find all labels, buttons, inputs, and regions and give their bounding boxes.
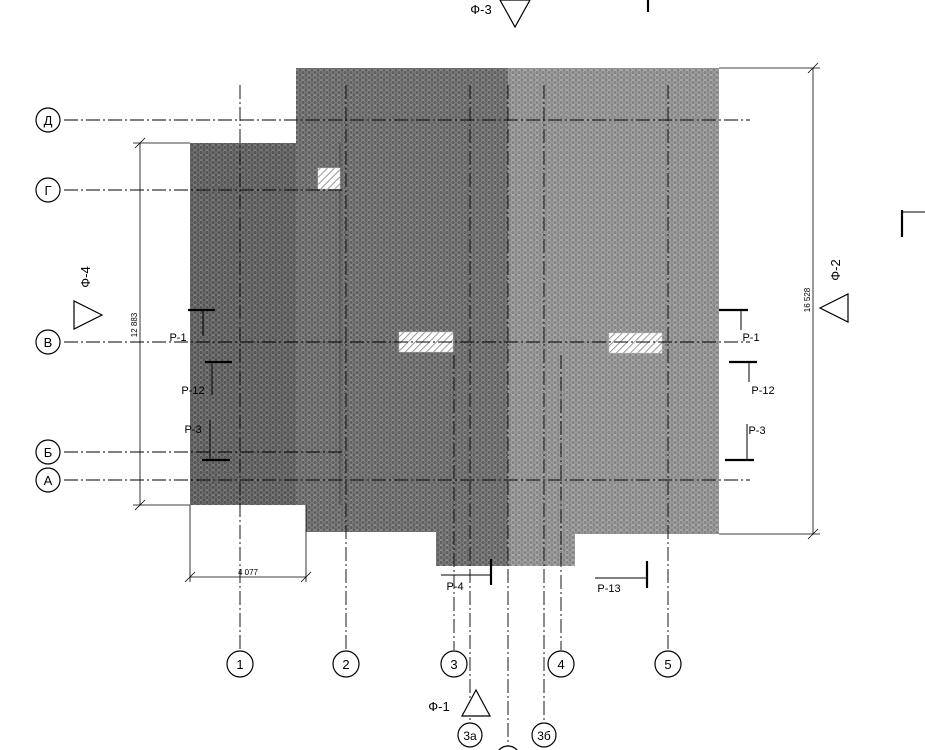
roof-right-lower-ext <box>508 480 575 566</box>
col-bubble-5: 5 <box>654 650 682 678</box>
col-label-3b: 3б <box>537 729 551 743</box>
col-bubble-2: 2 <box>332 650 360 678</box>
column-axis-bubbles: 1 2 3 4 5 3а 3б <box>226 650 682 750</box>
row-label-g: Г <box>44 183 51 198</box>
roof-areas <box>190 68 719 566</box>
grid-lines <box>64 85 750 750</box>
row-label-d: Д <box>44 113 53 128</box>
col-label-4: 4 <box>557 657 564 672</box>
section-r1-right: Р-1 <box>742 332 759 344</box>
section-r13: Р-13 <box>597 583 620 595</box>
col-label-3: 3 <box>450 657 457 672</box>
row-label-b: Б <box>44 445 53 460</box>
col-bubble-1: 1 <box>226 650 254 678</box>
col-bubble-4: 4 <box>547 650 575 678</box>
row-bubble-a: А <box>35 467 61 493</box>
col-label-1: 1 <box>236 657 243 672</box>
col-bubble-3a: 3а <box>457 722 483 748</box>
hatch-patch-1 <box>317 167 341 190</box>
roof-right-section <box>508 68 719 534</box>
col-bubble-partial <box>498 745 518 750</box>
facade-f4-label: Ф-4 <box>78 266 93 287</box>
section-marks: Р-1 Р-12 Р-3 Р-1 Р-12 Р-3 Р-4 Р-13 <box>169 0 925 595</box>
row-bubble-b: Б <box>35 439 61 465</box>
facade-f2-label: Ф-2 <box>828 259 843 280</box>
row-label-v: В <box>44 335 53 350</box>
facade-f2-triangle <box>818 293 849 323</box>
section-r3-right: Р-3 <box>748 425 765 437</box>
roof-middle-lower-ext <box>436 480 508 566</box>
row-bubble-v: В <box>35 329 61 355</box>
hatch-patch-3 <box>608 332 663 354</box>
col-label-5: 5 <box>664 657 671 672</box>
row-bubble-d: Д <box>35 107 61 133</box>
facade-f3-label: Ф-3 <box>470 2 491 17</box>
section-r4: Р-4 <box>446 581 463 593</box>
section-r12-right: Р-12 <box>751 385 774 397</box>
section-r12-left: Р-12 <box>181 385 204 397</box>
dimensions: 12 883 16 528 4 077 <box>130 62 820 583</box>
dim-height-right: 16 528 <box>803 287 812 312</box>
roof-notch-cut <box>296 505 306 533</box>
col-label-2: 2 <box>342 657 349 672</box>
col-bubble-3: 3 <box>440 650 468 678</box>
col-bubble-3b: 3б <box>531 722 557 748</box>
section-r1-left: Р-1 <box>169 332 186 344</box>
dim-width-bottom: 4 077 <box>238 568 259 577</box>
section-r3-left: Р-3 <box>184 424 201 436</box>
facade-f4-triangle <box>73 300 104 330</box>
dim-height-left: 12 883 <box>130 312 139 337</box>
col-label-3a: 3а <box>463 729 477 743</box>
row-label-a: А <box>44 473 53 488</box>
roof-middle-section <box>296 68 508 532</box>
facade-marks: Ф-1 Ф-2 Ф-3 Ф-4 <box>73 0 849 717</box>
facade-f1-triangle <box>460 688 492 717</box>
facade-f3-triangle <box>499 0 531 29</box>
row-bubble-g: Г <box>35 177 61 203</box>
roof-left-wing <box>190 143 306 505</box>
row-axis-bubbles: Д Г В Б А <box>35 107 61 493</box>
facade-f1-label: Ф-1 <box>428 699 449 714</box>
